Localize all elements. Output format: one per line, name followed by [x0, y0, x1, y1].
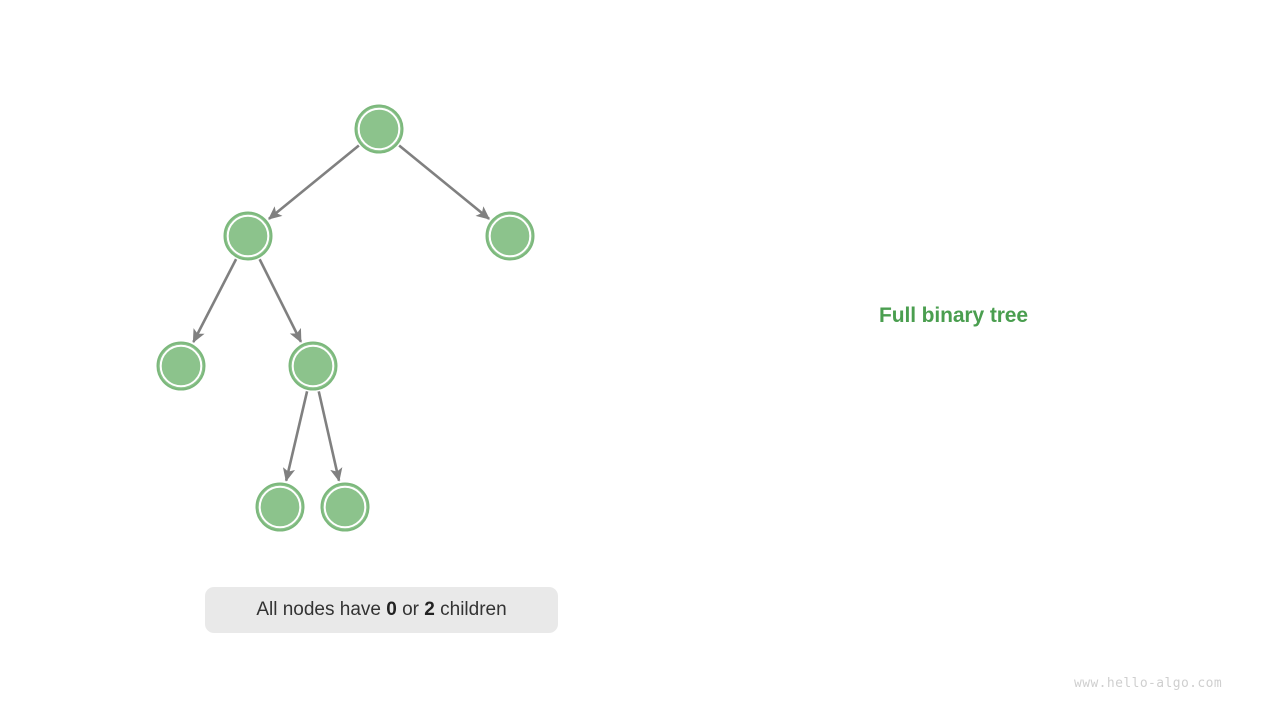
- caption-prefix: All nodes have: [256, 599, 387, 620]
- tree-edge: [282, 391, 309, 482]
- tree-edge: [317, 391, 343, 482]
- tree-node: [255, 482, 305, 532]
- tree-node-core: [261, 488, 299, 526]
- tree-node: [223, 211, 273, 261]
- tree-node-gap-ring: [159, 344, 203, 388]
- tree-node: [320, 482, 370, 532]
- tree-node-core: [229, 217, 267, 255]
- tree-node-core: [491, 217, 529, 255]
- tree-node-gap-ring: [226, 214, 270, 258]
- caption-suffix: children: [434, 599, 507, 620]
- tree-edges: [192, 144, 490, 482]
- tree-node-gap-ring: [323, 485, 367, 529]
- tree-node-core: [360, 110, 398, 148]
- tree-nodes: [156, 104, 535, 532]
- caption-bold-two: 2: [424, 599, 435, 620]
- tree-node-gap-ring: [258, 485, 302, 529]
- tree-node-core: [326, 488, 364, 526]
- caption-pill: All nodes have 0 or 2 children: [205, 587, 558, 633]
- tree-node-core: [294, 347, 332, 385]
- caption-label: All nodes have 0 or 2 children: [256, 599, 506, 621]
- tree-edge: [192, 258, 238, 343]
- tree-node: [288, 341, 338, 391]
- tree-node: [485, 211, 535, 261]
- tree-node-gap-ring: [291, 344, 335, 388]
- caption-middle: or: [396, 599, 425, 620]
- tree-node-gap-ring: [357, 107, 401, 151]
- page-title: Full binary tree: [879, 304, 1028, 327]
- tree-edge: [268, 144, 360, 220]
- tree-node: [354, 104, 404, 154]
- tree-node: [156, 341, 206, 391]
- tree-edge: [258, 258, 303, 343]
- tree-node-core: [162, 347, 200, 385]
- tree-node-gap-ring: [488, 214, 532, 258]
- caption-bold-zero: 0: [386, 599, 397, 620]
- site-watermark: www.hello-algo.com: [1074, 676, 1223, 691]
- tree-edge: [398, 144, 490, 220]
